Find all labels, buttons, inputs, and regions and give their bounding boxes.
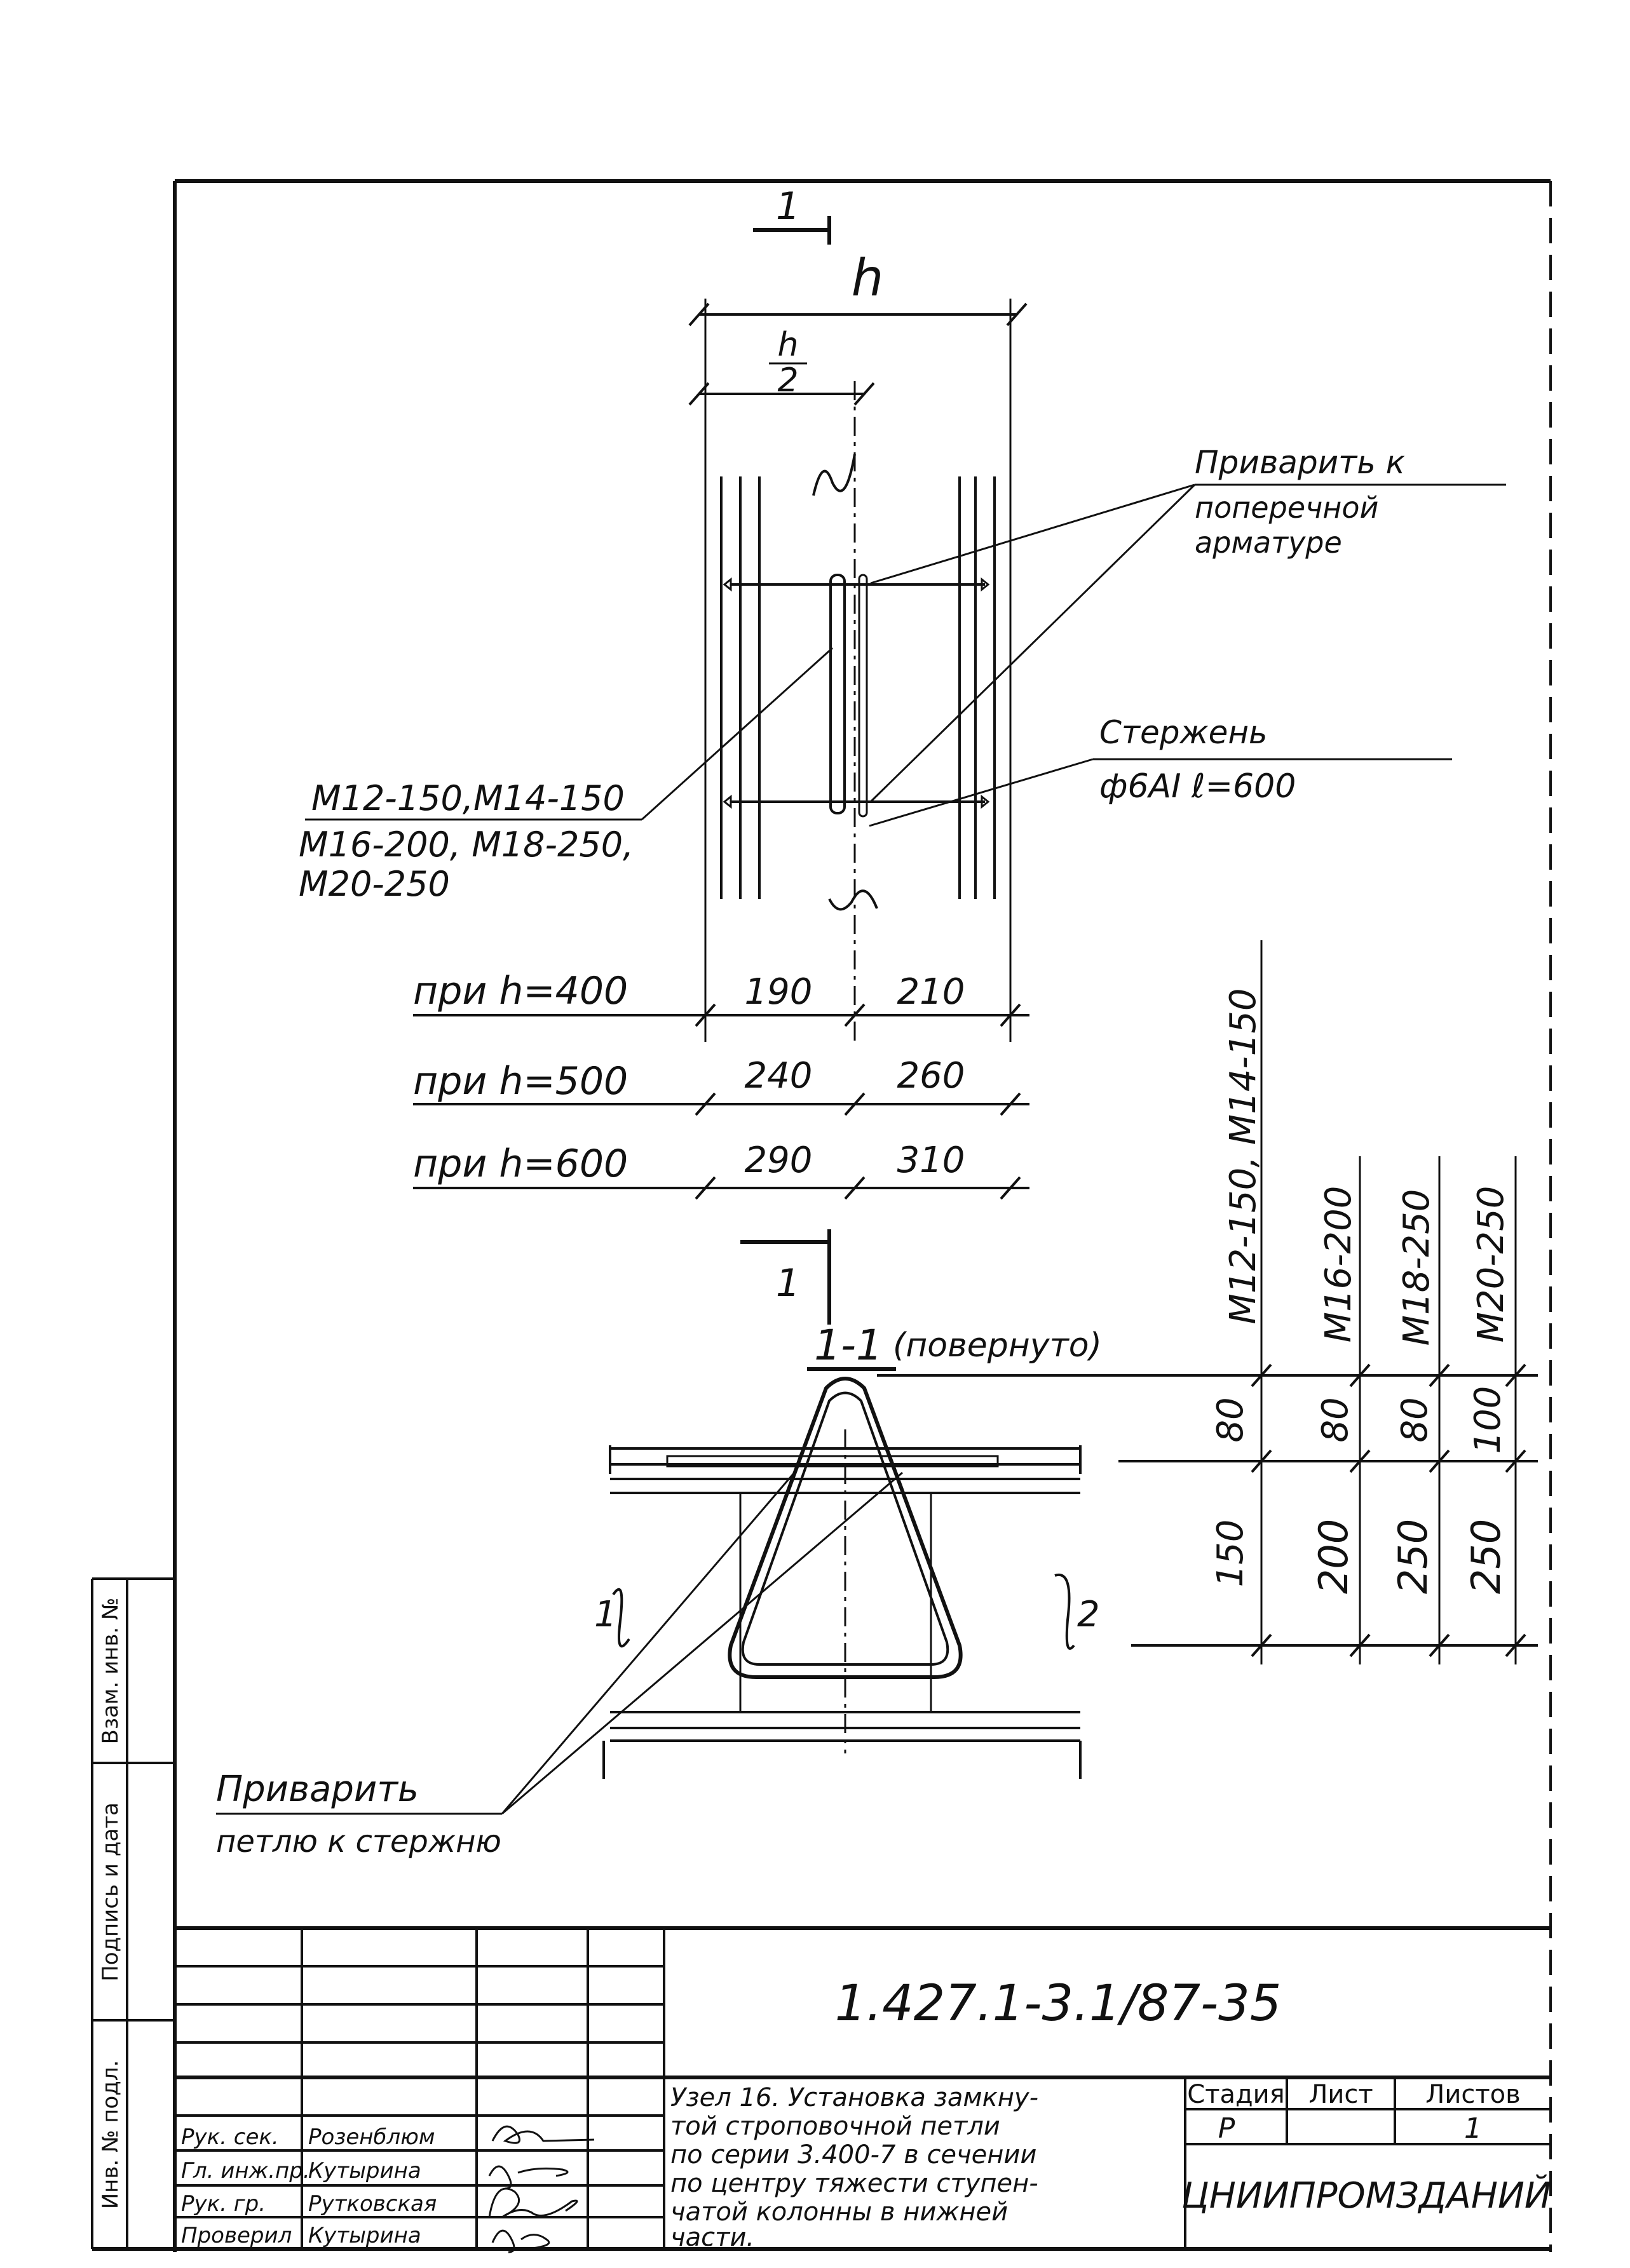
organization: ЦНИИПРОМЗДАНИЙ: [1181, 2175, 1551, 2217]
weld-label-line-2: поперечной: [1195, 490, 1378, 525]
side-col-2-top: 80: [1315, 1397, 1356, 1442]
callout-rod: Стержень ф6АI ℓ=600: [869, 714, 1452, 827]
sheets-value: 1: [1464, 2112, 1482, 2145]
side-stamp: Взам. инв. № Подпись и дата Инв. № подл.: [91, 1577, 175, 2249]
dimension-h: h: [688, 248, 1028, 327]
h-row-1-label: при h=400: [413, 969, 628, 1013]
side-col-3-top: 80: [1394, 1397, 1436, 1442]
grades-line-1: М12-150,М14-150: [311, 778, 625, 818]
signature-4: [491, 2229, 550, 2253]
side-col-3-grade: М18-250: [1396, 1189, 1437, 1346]
person-1-role: Рук. сек.: [181, 2124, 279, 2150]
side-col-3-bottom: 250: [1390, 1519, 1436, 1594]
dimension-h-label: h: [852, 248, 884, 307]
h-row-2-right: 260: [897, 1055, 965, 1097]
signature-2: [488, 2165, 569, 2190]
section-note: (повернуто): [893, 1326, 1102, 1365]
section-break-left: 1: [594, 1594, 617, 1635]
title-line-1: Узел 16. Установка замкну-: [670, 2083, 1038, 2112]
person-2-name: Кутырина: [308, 2158, 421, 2184]
h-row-3-right: 310: [897, 1140, 965, 1181]
side-col-4-top: 100: [1467, 1386, 1509, 1454]
grades-line-2: М16-200, М18-250,: [299, 825, 634, 865]
loop-label-line-1: Приварить: [216, 1769, 419, 1810]
person-3-role: Рук. гр.: [181, 2191, 266, 2217]
sheet-header: Лист: [1308, 2080, 1373, 2109]
section-mark-lower: 1: [740, 1229, 831, 1325]
dimension-h-half: h 2: [688, 326, 875, 406]
person-4-role: Проверил: [181, 2223, 292, 2248]
stamp-signature-date: Подпись и дата: [98, 1802, 123, 1981]
side-col-4-bottom: 250: [1463, 1519, 1509, 1594]
section-mark-top: 1: [753, 184, 831, 245]
title-line-2: той строповочной петли: [670, 2112, 1000, 2141]
doc-code: 1.427.1-3.1/87-35: [835, 1975, 1282, 2032]
side-col-1-top: 80: [1210, 1397, 1251, 1442]
h-row-1-right: 210: [897, 971, 965, 1013]
section-break-right: 2: [1077, 1594, 1100, 1635]
section-mark-lower-label: 1: [776, 1261, 800, 1306]
title-line-6: части.: [670, 2223, 754, 2252]
person-3-name: Рутковская: [308, 2191, 437, 2217]
stamp-inv-original: Инв. № подл.: [98, 2060, 123, 2210]
side-col-2-bottom: 200: [1310, 1519, 1357, 1594]
person-4-name: Кутырина: [308, 2223, 421, 2248]
person-2-role: Гл. инж.пр.: [181, 2158, 310, 2184]
section-mark-top-label: 1: [776, 184, 800, 229]
title-line-4: по центру тяжести ступен-: [670, 2169, 1038, 2198]
weld-label-line-3: арматуре: [1195, 525, 1342, 560]
section-1-1: 1-1 (повернуто) 1 2: [594, 1321, 1102, 1779]
h-row-3-label: при h=600: [413, 1142, 628, 1186]
signature-1: [491, 2125, 595, 2144]
callout-weld-to-transverse: Приварить к поперечной арматуре: [869, 444, 1506, 803]
person-1-name: Розенблюм: [308, 2124, 435, 2150]
rod-label-line-2: ф6АI ℓ=600: [1099, 767, 1296, 806]
side-col-1-bottom: 150: [1210, 1520, 1251, 1588]
title-line-5: чатой колонны в нижней: [670, 2197, 1008, 2227]
side-col-2-grade: М16-200: [1318, 1186, 1359, 1343]
callout-weld-loop: Приварить петлю к стержню: [216, 1471, 903, 1860]
side-dimension-table: М12-150, М14-150 М16-200 М18-250 М20-250…: [877, 940, 1538, 1664]
side-col-4-grade: М20-250: [1470, 1186, 1512, 1343]
sheets-header: Листов: [1425, 2080, 1520, 2109]
column-elevation: [704, 299, 1012, 1042]
h-row-1-left: 190: [745, 971, 813, 1013]
h-row-3-left: 290: [745, 1140, 813, 1181]
h-row-2-left: 240: [745, 1055, 813, 1097]
dimension-h-half-denominator: 2: [777, 361, 798, 400]
callout-loop-grades: М12-150,М14-150 М16-200, М18-250, М20-25…: [299, 647, 834, 904]
rod-label-line-1: Стержень: [1099, 714, 1268, 751]
signature-3: [488, 2187, 578, 2218]
section-title: 1-1: [814, 1321, 883, 1370]
title-block: 1.427.1-3.1/87-35 Узел 16. Установка зам…: [175, 1926, 1551, 2253]
dimension-h-half-numerator: h: [778, 326, 799, 364]
sheet-frame: [92, 179, 1552, 2252]
loop-label-line-2: петлю к стержню: [216, 1824, 501, 1860]
title-line-3: по серии 3.400-7 в сечении: [670, 2140, 1036, 2170]
h-row-2-label: при h=500: [413, 1059, 628, 1104]
side-col-1-grade: М12-150, М14-150: [1223, 989, 1264, 1325]
weld-label-line-1: Приварить к: [1195, 444, 1405, 481]
stamp-replace-inv: Взам. инв. №: [98, 1598, 123, 1745]
grades-line-3: М20-250: [299, 864, 450, 904]
h-offset-table: при h=400 190 210 при h=500 240 260 при …: [413, 969, 1029, 1200]
stage-value: Р: [1218, 2112, 1235, 2145]
stage-header: Стадия: [1187, 2080, 1284, 2109]
